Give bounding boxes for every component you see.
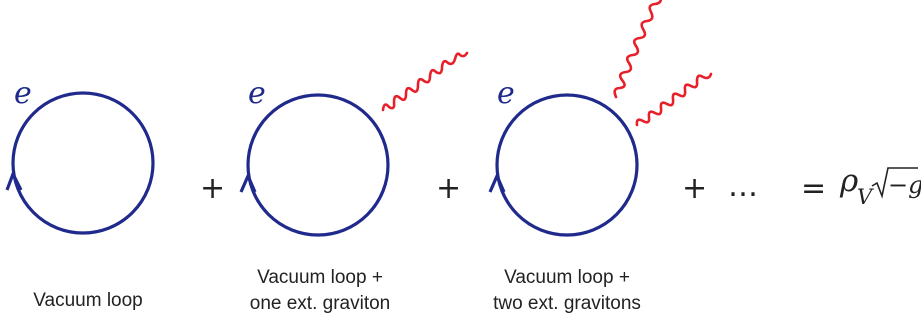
loop-direction-arrow: [239, 172, 257, 193]
caption-line: one ext. graviton: [250, 293, 390, 314]
equals-sign: =: [801, 171, 826, 206]
square-root-sign: [871, 167, 918, 199]
caption-line: Vacuum loop +: [504, 267, 630, 288]
plus-operator: +: [436, 171, 461, 206]
loop-direction-arrow: [488, 172, 506, 193]
radicand: −g: [888, 171, 921, 199]
fermion-loop: [246, 93, 390, 237]
one-graviton-diagram: e: [239, 51, 469, 237]
caption-line: Vacuum loop: [33, 290, 143, 311]
plus-operator: +: [682, 171, 707, 206]
rho-subscript: V: [857, 185, 874, 209]
two-graviton-diagram: e: [488, 0, 713, 237]
fermion-loop: [495, 93, 639, 237]
ellipsis: …: [728, 169, 760, 204]
plus-operator: +: [200, 171, 225, 206]
external-graviton-line-lower: [635, 72, 713, 127]
fermion-loop: [11, 91, 155, 235]
vacuum-loop-diagram: e: [5, 76, 155, 235]
rho-symbol: ρ: [839, 163, 858, 199]
caption-line: two ext. gravitons: [493, 293, 641, 314]
particle-label: e: [14, 76, 32, 111]
particle-label: e: [497, 76, 515, 111]
particle-label: e: [248, 76, 266, 111]
external-graviton-line: [381, 51, 469, 112]
caption-line: Vacuum loop +: [257, 267, 383, 288]
loop-direction-arrow: [5, 170, 23, 191]
vacuum-energy-term: ρ V −g: [839, 163, 921, 209]
external-graviton-line-upper: [613, 0, 663, 99]
